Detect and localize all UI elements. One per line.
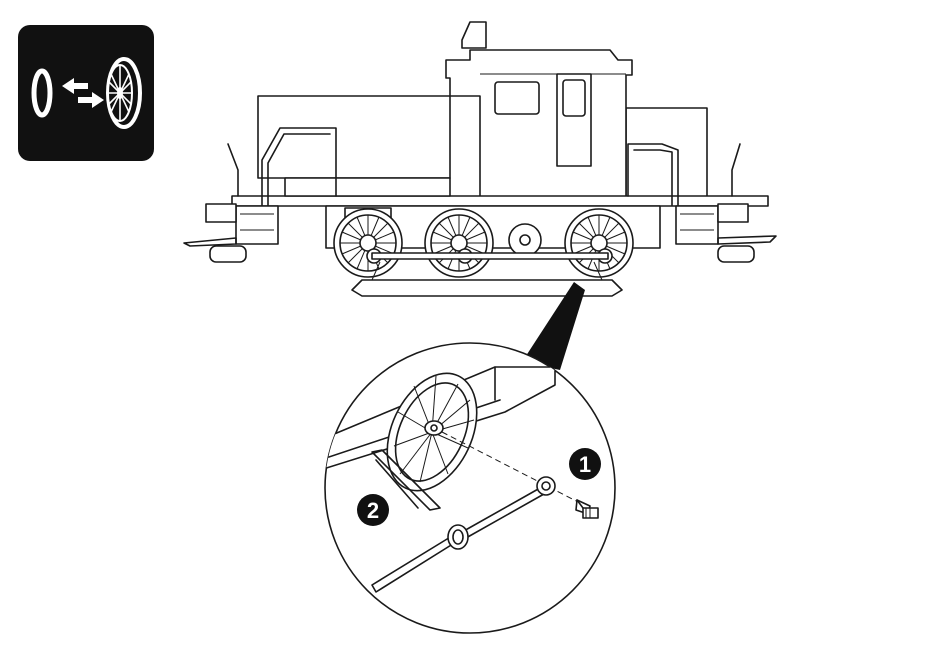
detail-view (320, 343, 615, 633)
locomotive-drawing (184, 22, 776, 296)
callout-number-2: 2 (367, 498, 379, 523)
callout-badge-1: 1 (569, 448, 601, 480)
cab (446, 50, 632, 200)
hood-base (285, 178, 450, 196)
callout-number-1: 1 (579, 452, 591, 477)
drive-wheel-2 (425, 209, 493, 277)
coupling-rod (372, 253, 608, 259)
left-end-frame (236, 206, 278, 244)
left-small-wheel (210, 246, 246, 262)
drive-wheel-3 (565, 209, 633, 277)
icon-panel-background (18, 25, 154, 161)
right-buffer (718, 204, 748, 222)
right-end-frame (676, 206, 718, 244)
left-coupler (184, 238, 236, 246)
exhaust-stack (462, 22, 486, 48)
left-buffer (206, 204, 236, 222)
drive-wheel-1 (334, 209, 402, 277)
right-small-wheel (718, 246, 754, 262)
wheel-tire-icon-panel (18, 25, 154, 161)
long-hood (258, 96, 450, 178)
jackshaft (509, 224, 541, 256)
running-board (232, 196, 768, 206)
callout-badge-2: 2 (357, 494, 389, 526)
right-coupler (718, 236, 776, 244)
short-hood (626, 108, 707, 200)
